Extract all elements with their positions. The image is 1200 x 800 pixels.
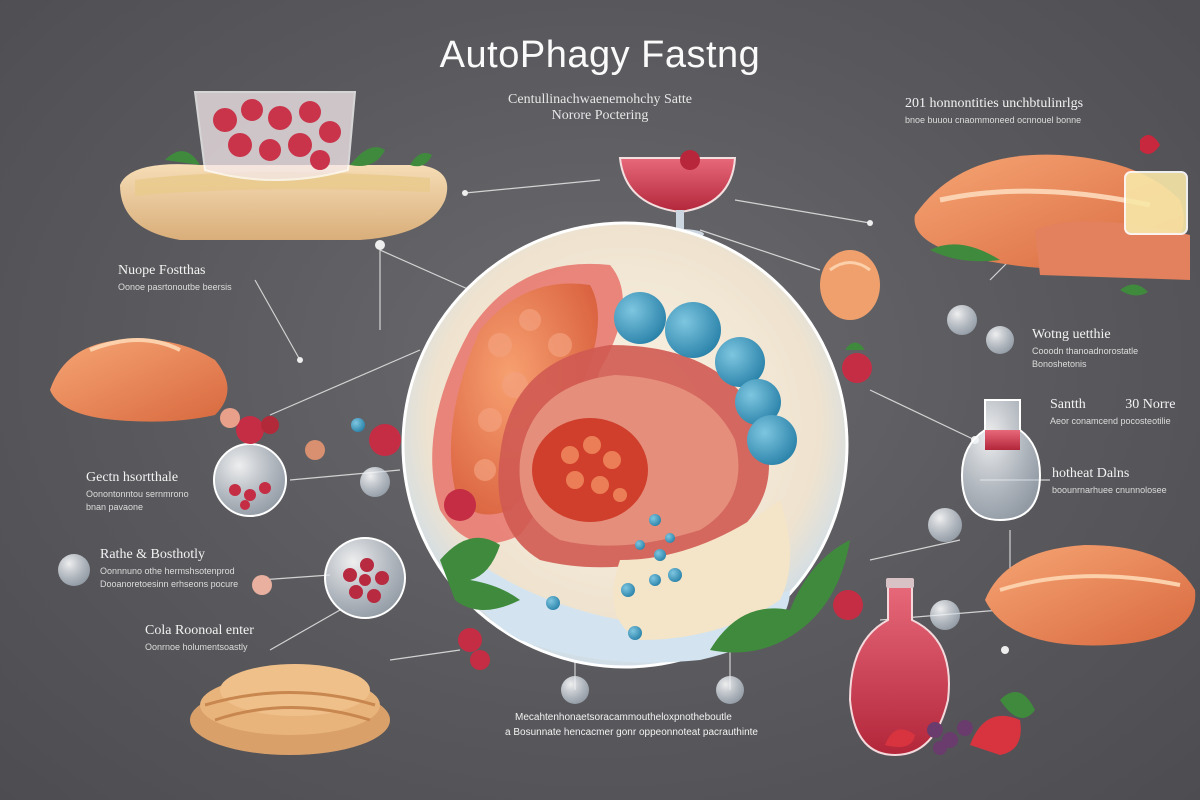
bowl-on-bread-illustration	[120, 91, 448, 240]
central-cell-illustration	[401, 221, 850, 670]
diagram-subtitle-line-2: Norore Poctering	[551, 108, 649, 123]
label-right-2-head-a: Santth	[1050, 397, 1086, 412]
salmon-plate-illustration	[914, 135, 1190, 296]
salmon-left-illustration	[50, 338, 228, 422]
label-left-1: Nuope Fostthas Oonoe pasrtonoutbe beersi…	[118, 263, 232, 292]
label-left-4: Cola Roonoal enter Oonrnoe holumentsoast…	[145, 623, 254, 652]
left-flask-illustration	[213, 408, 325, 517]
label-right-3: hotheat Dalns boounrnarhuee cnunnolosee	[1052, 466, 1167, 495]
diagram-title: AutoPhagy Fastng	[439, 34, 761, 76]
label-bottom-line-1: Mecahtenhonaetsoracammoutheloxpnothebout…	[515, 712, 732, 723]
left-globe-illustration	[58, 418, 406, 619]
label-top-right: 201 honnontities unchbtulinrlgs bnoe buu…	[905, 96, 1084, 125]
right-items-illustration	[561, 250, 1196, 757]
label-right-2-head-b: 30 Norre	[1125, 397, 1176, 412]
label-right-2: Santth 30 Norre Aeor conamcend pocosteot…	[1050, 397, 1176, 426]
label-bottom-line-2: a Bosunnate hencacmer gonr oppeonnoteat …	[505, 727, 758, 738]
label-right-1: Wotng uetthie Cooodn thanoadnorostatle B…	[1032, 327, 1139, 369]
pastry-stack-illustration	[190, 664, 390, 755]
diagram-subtitle-line-1: Centullinachwaenemohchy Satte	[508, 92, 692, 107]
label-left-2: Gectn hsortthale Oonontonntou sernmrono …	[86, 470, 189, 512]
label-left-3: Rathe & Bosthotly Oonnnuno othe hermshso…	[100, 547, 239, 589]
